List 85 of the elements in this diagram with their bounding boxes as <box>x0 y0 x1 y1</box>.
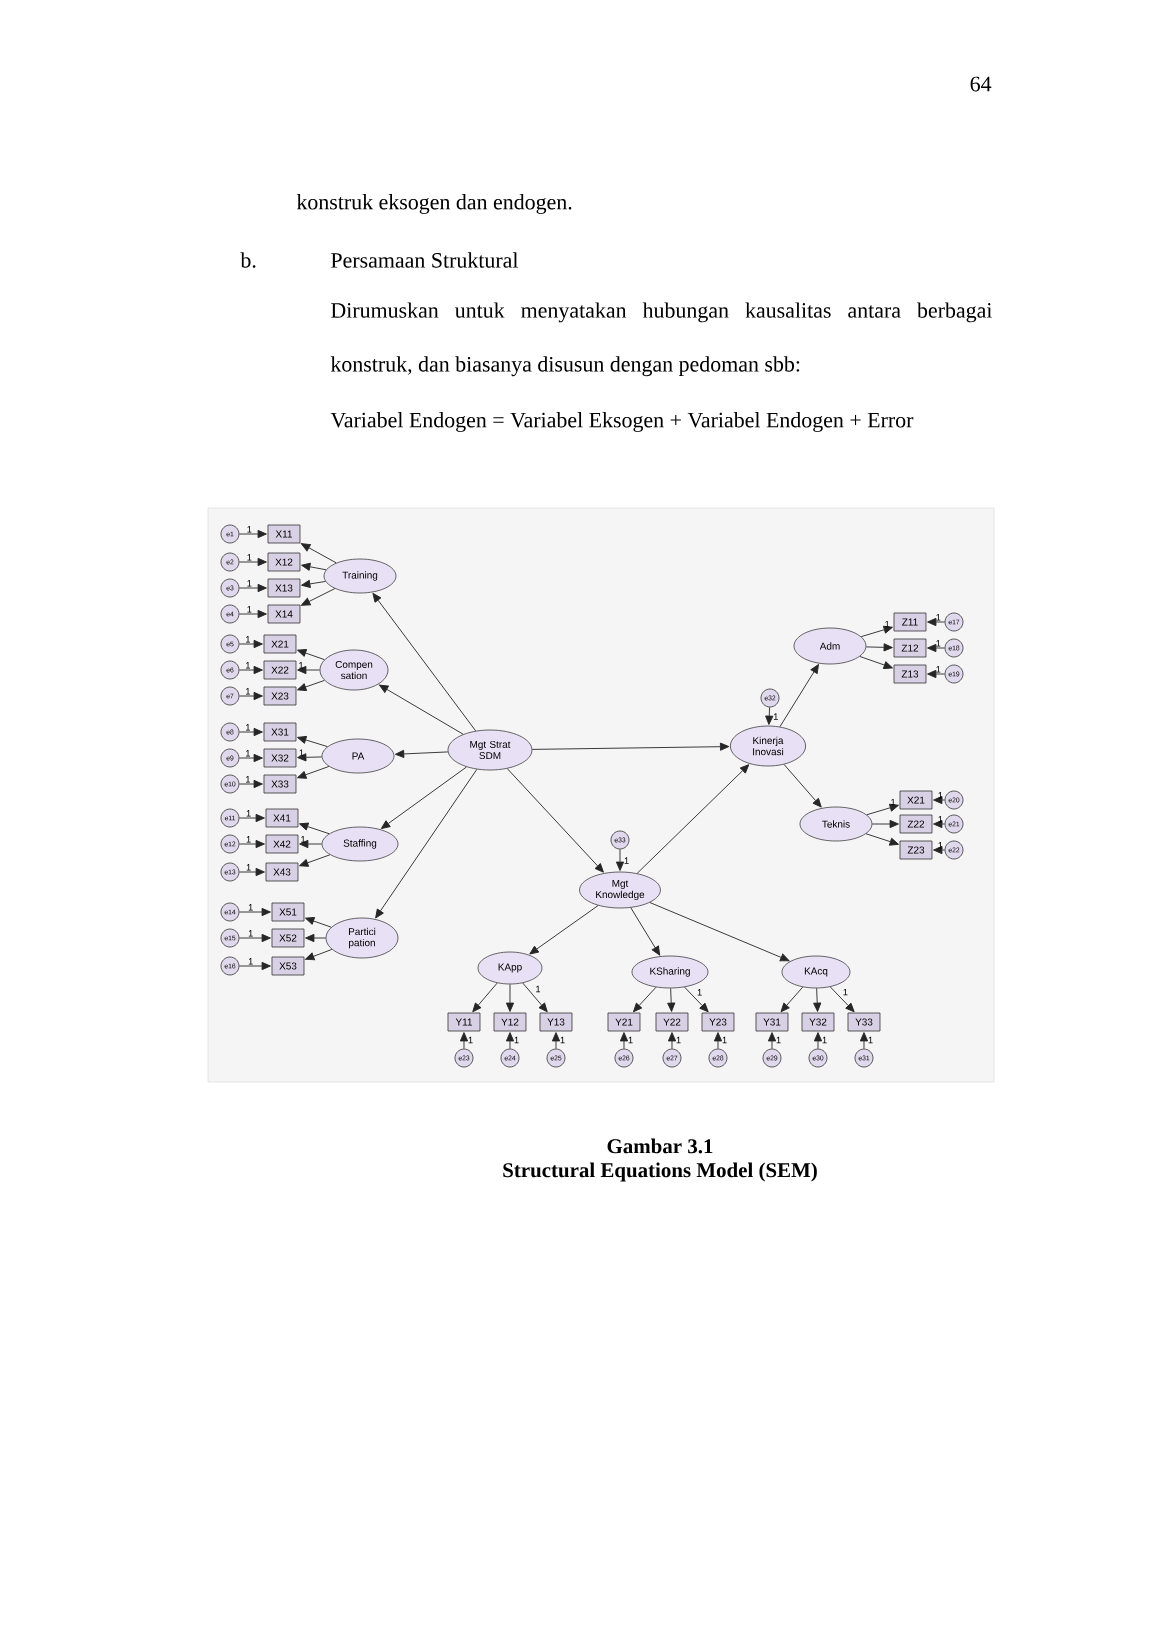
arrow <box>933 795 946 805</box>
arrow <box>238 779 263 789</box>
arrow <box>238 961 271 971</box>
arrow <box>238 839 265 849</box>
arrow <box>933 845 946 855</box>
arrow <box>299 822 330 835</box>
arrow <box>238 691 263 701</box>
arrow <box>305 933 327 943</box>
arrow <box>619 1032 629 1050</box>
arrow <box>299 854 331 867</box>
arrow <box>238 753 263 763</box>
arrow <box>632 986 657 1013</box>
arrow <box>667 987 676 1012</box>
arrow <box>813 987 822 1012</box>
equation-text: Variabel Endogen = Variabel Eksogen + Variabel Endogen + Error <box>330 412 914 432</box>
list-marker: b. <box>240 252 256 268</box>
arrow <box>531 742 730 751</box>
arrow <box>297 766 330 779</box>
figure-caption: Structural Equations Model (SEM) <box>503 1162 817 1182</box>
arrow <box>765 706 774 725</box>
arrow <box>630 907 661 956</box>
arrow <box>394 749 449 759</box>
arrow <box>238 639 263 649</box>
arrow <box>238 583 267 593</box>
arrow <box>783 764 822 808</box>
arrow <box>860 625 893 638</box>
arrow <box>238 813 265 823</box>
arrow <box>375 768 478 919</box>
arrow <box>305 917 332 928</box>
arrow <box>713 1032 723 1050</box>
arrow <box>529 905 599 955</box>
section-heading: Persamaan Struktural <box>331 252 519 268</box>
arrow <box>238 557 267 567</box>
arrow <box>378 684 464 735</box>
arrow <box>780 986 804 1013</box>
arrow <box>297 649 325 661</box>
arrow <box>636 764 750 874</box>
arrow <box>238 529 267 539</box>
arrow <box>238 665 263 675</box>
arrow <box>859 1032 869 1050</box>
arrow <box>667 1032 677 1050</box>
arrow <box>238 867 265 877</box>
arrow <box>505 1032 515 1050</box>
arrow <box>927 617 946 627</box>
arrow <box>238 933 271 943</box>
arrow <box>238 907 271 917</box>
arrow <box>300 543 337 564</box>
arrow <box>522 982 548 1013</box>
arrow <box>238 609 267 619</box>
arrow <box>813 1032 823 1050</box>
arrow <box>506 768 604 873</box>
arrow <box>933 819 946 829</box>
arrow <box>301 562 327 571</box>
arrow <box>301 579 326 588</box>
page-number: 64 <box>970 76 992 92</box>
body-text: konstruk eksogen dan endogen. <box>296 194 572 214</box>
arrow <box>297 735 328 748</box>
body-text: Dirumuskan untuk menyatakan hubungan kausalitas antara berbagai konstruk, dan biasanya disusun dengan pedoman sbb: <box>330 302 992 377</box>
arrow <box>459 1032 469 1050</box>
arrow <box>301 588 336 606</box>
arrow <box>767 1032 777 1050</box>
arrow <box>372 592 477 732</box>
arrow <box>859 656 893 669</box>
arrow <box>305 948 333 961</box>
arrow <box>238 727 263 737</box>
arrow <box>472 982 498 1013</box>
arrow <box>779 664 819 728</box>
arrow <box>866 803 899 816</box>
arrow <box>649 902 790 962</box>
arrow <box>865 833 899 846</box>
arrow <box>615 848 625 871</box>
arrow <box>297 679 325 691</box>
arrow <box>297 753 323 762</box>
arrow <box>927 643 946 653</box>
arrow <box>551 1032 561 1050</box>
figure-caption: Gambar 3.1 <box>607 1138 713 1154</box>
arrow <box>505 983 515 1012</box>
arrow <box>871 819 899 829</box>
arrow <box>297 665 321 675</box>
arrow <box>299 839 323 849</box>
arrow <box>927 669 946 679</box>
arrow <box>829 986 855 1013</box>
arrow <box>684 986 709 1013</box>
arrow <box>865 643 893 652</box>
arrow <box>380 766 467 830</box>
